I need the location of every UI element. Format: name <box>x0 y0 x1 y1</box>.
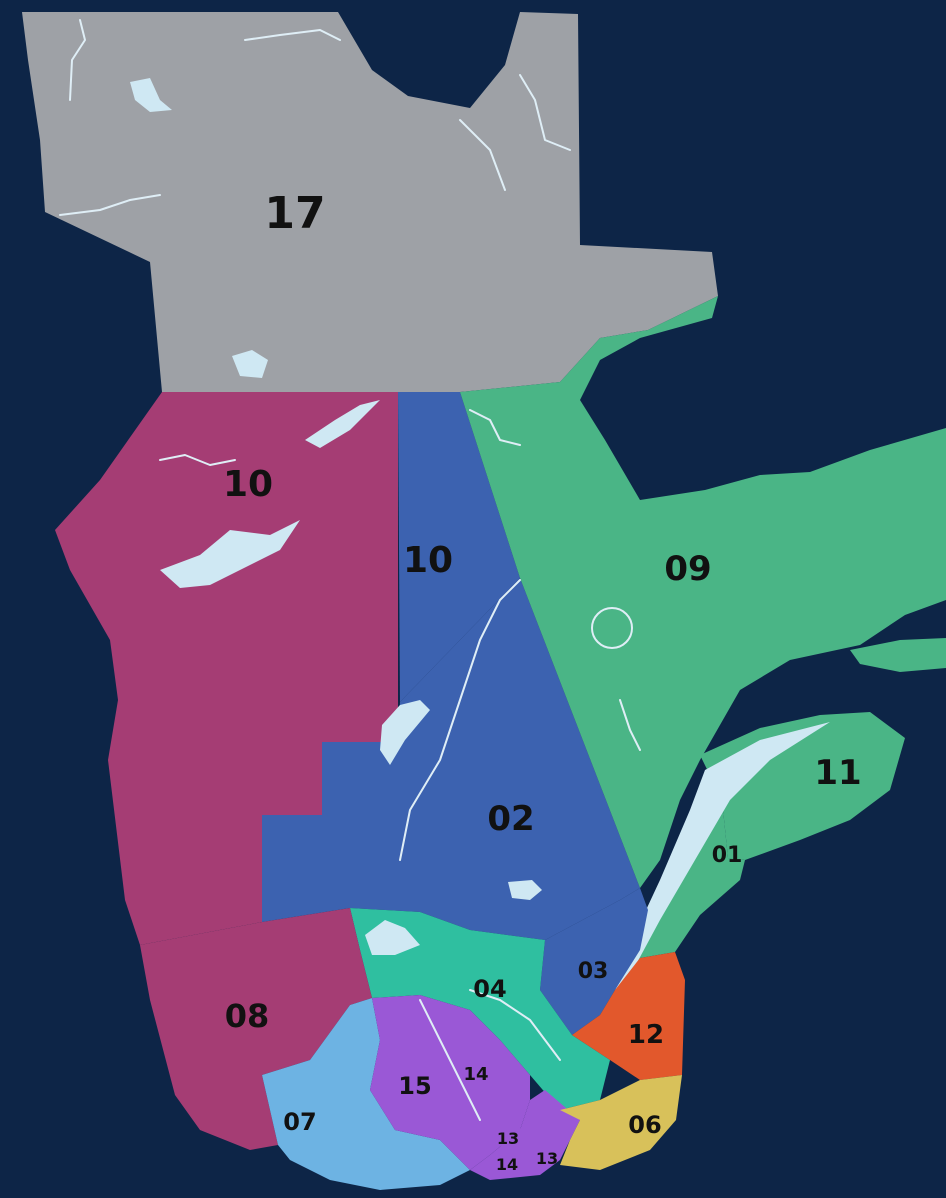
label-09: 09 <box>664 549 711 589</box>
region-03[interactable] <box>540 888 648 1035</box>
region-10-east[interactable] <box>398 392 520 702</box>
region-08[interactable] <box>140 908 372 1150</box>
label-04: 04 <box>473 975 506 1003</box>
region-09-island <box>850 638 946 672</box>
label-12: 12 <box>628 1020 664 1050</box>
label-06: 14 <box>496 1155 518 1174</box>
region-16[interactable] <box>470 1090 580 1180</box>
label-08: 08 <box>225 997 270 1035</box>
label-10-west: 10 <box>223 464 273 505</box>
label-01: 01 <box>712 843 743 868</box>
label-15: 15 <box>398 1072 431 1100</box>
region-17[interactable] <box>22 12 718 392</box>
label-03: 03 <box>578 959 609 984</box>
label-02: 02 <box>487 799 534 839</box>
region-10-west[interactable] <box>55 392 398 945</box>
label-14: 14 <box>463 1064 488 1085</box>
label-07: 07 <box>283 1108 316 1136</box>
lakes <box>130 78 542 955</box>
region-15[interactable] <box>370 995 530 1170</box>
label-17: 17 <box>264 188 325 239</box>
region-09[interactable] <box>460 296 946 888</box>
region-12[interactable] <box>572 952 685 1080</box>
label-11: 11 <box>814 753 861 793</box>
region-07[interactable] <box>262 998 470 1190</box>
region-05[interactable] <box>560 1075 682 1170</box>
rivers <box>59 19 641 1121</box>
label-05: 06 <box>628 1111 661 1139</box>
region-13[interactable] <box>496 1124 522 1146</box>
st-lawrence-estuary <box>612 722 830 1000</box>
region-02[interactable] <box>262 578 640 940</box>
label-10-east: 10 <box>403 540 453 581</box>
label-13: 13 <box>497 1129 519 1148</box>
region-04[interactable] <box>350 908 610 1110</box>
region-labels: 17 10 10 09 11 01 02 03 04 12 08 07 15 1… <box>223 188 862 1174</box>
label-16: 13 <box>536 1149 558 1168</box>
